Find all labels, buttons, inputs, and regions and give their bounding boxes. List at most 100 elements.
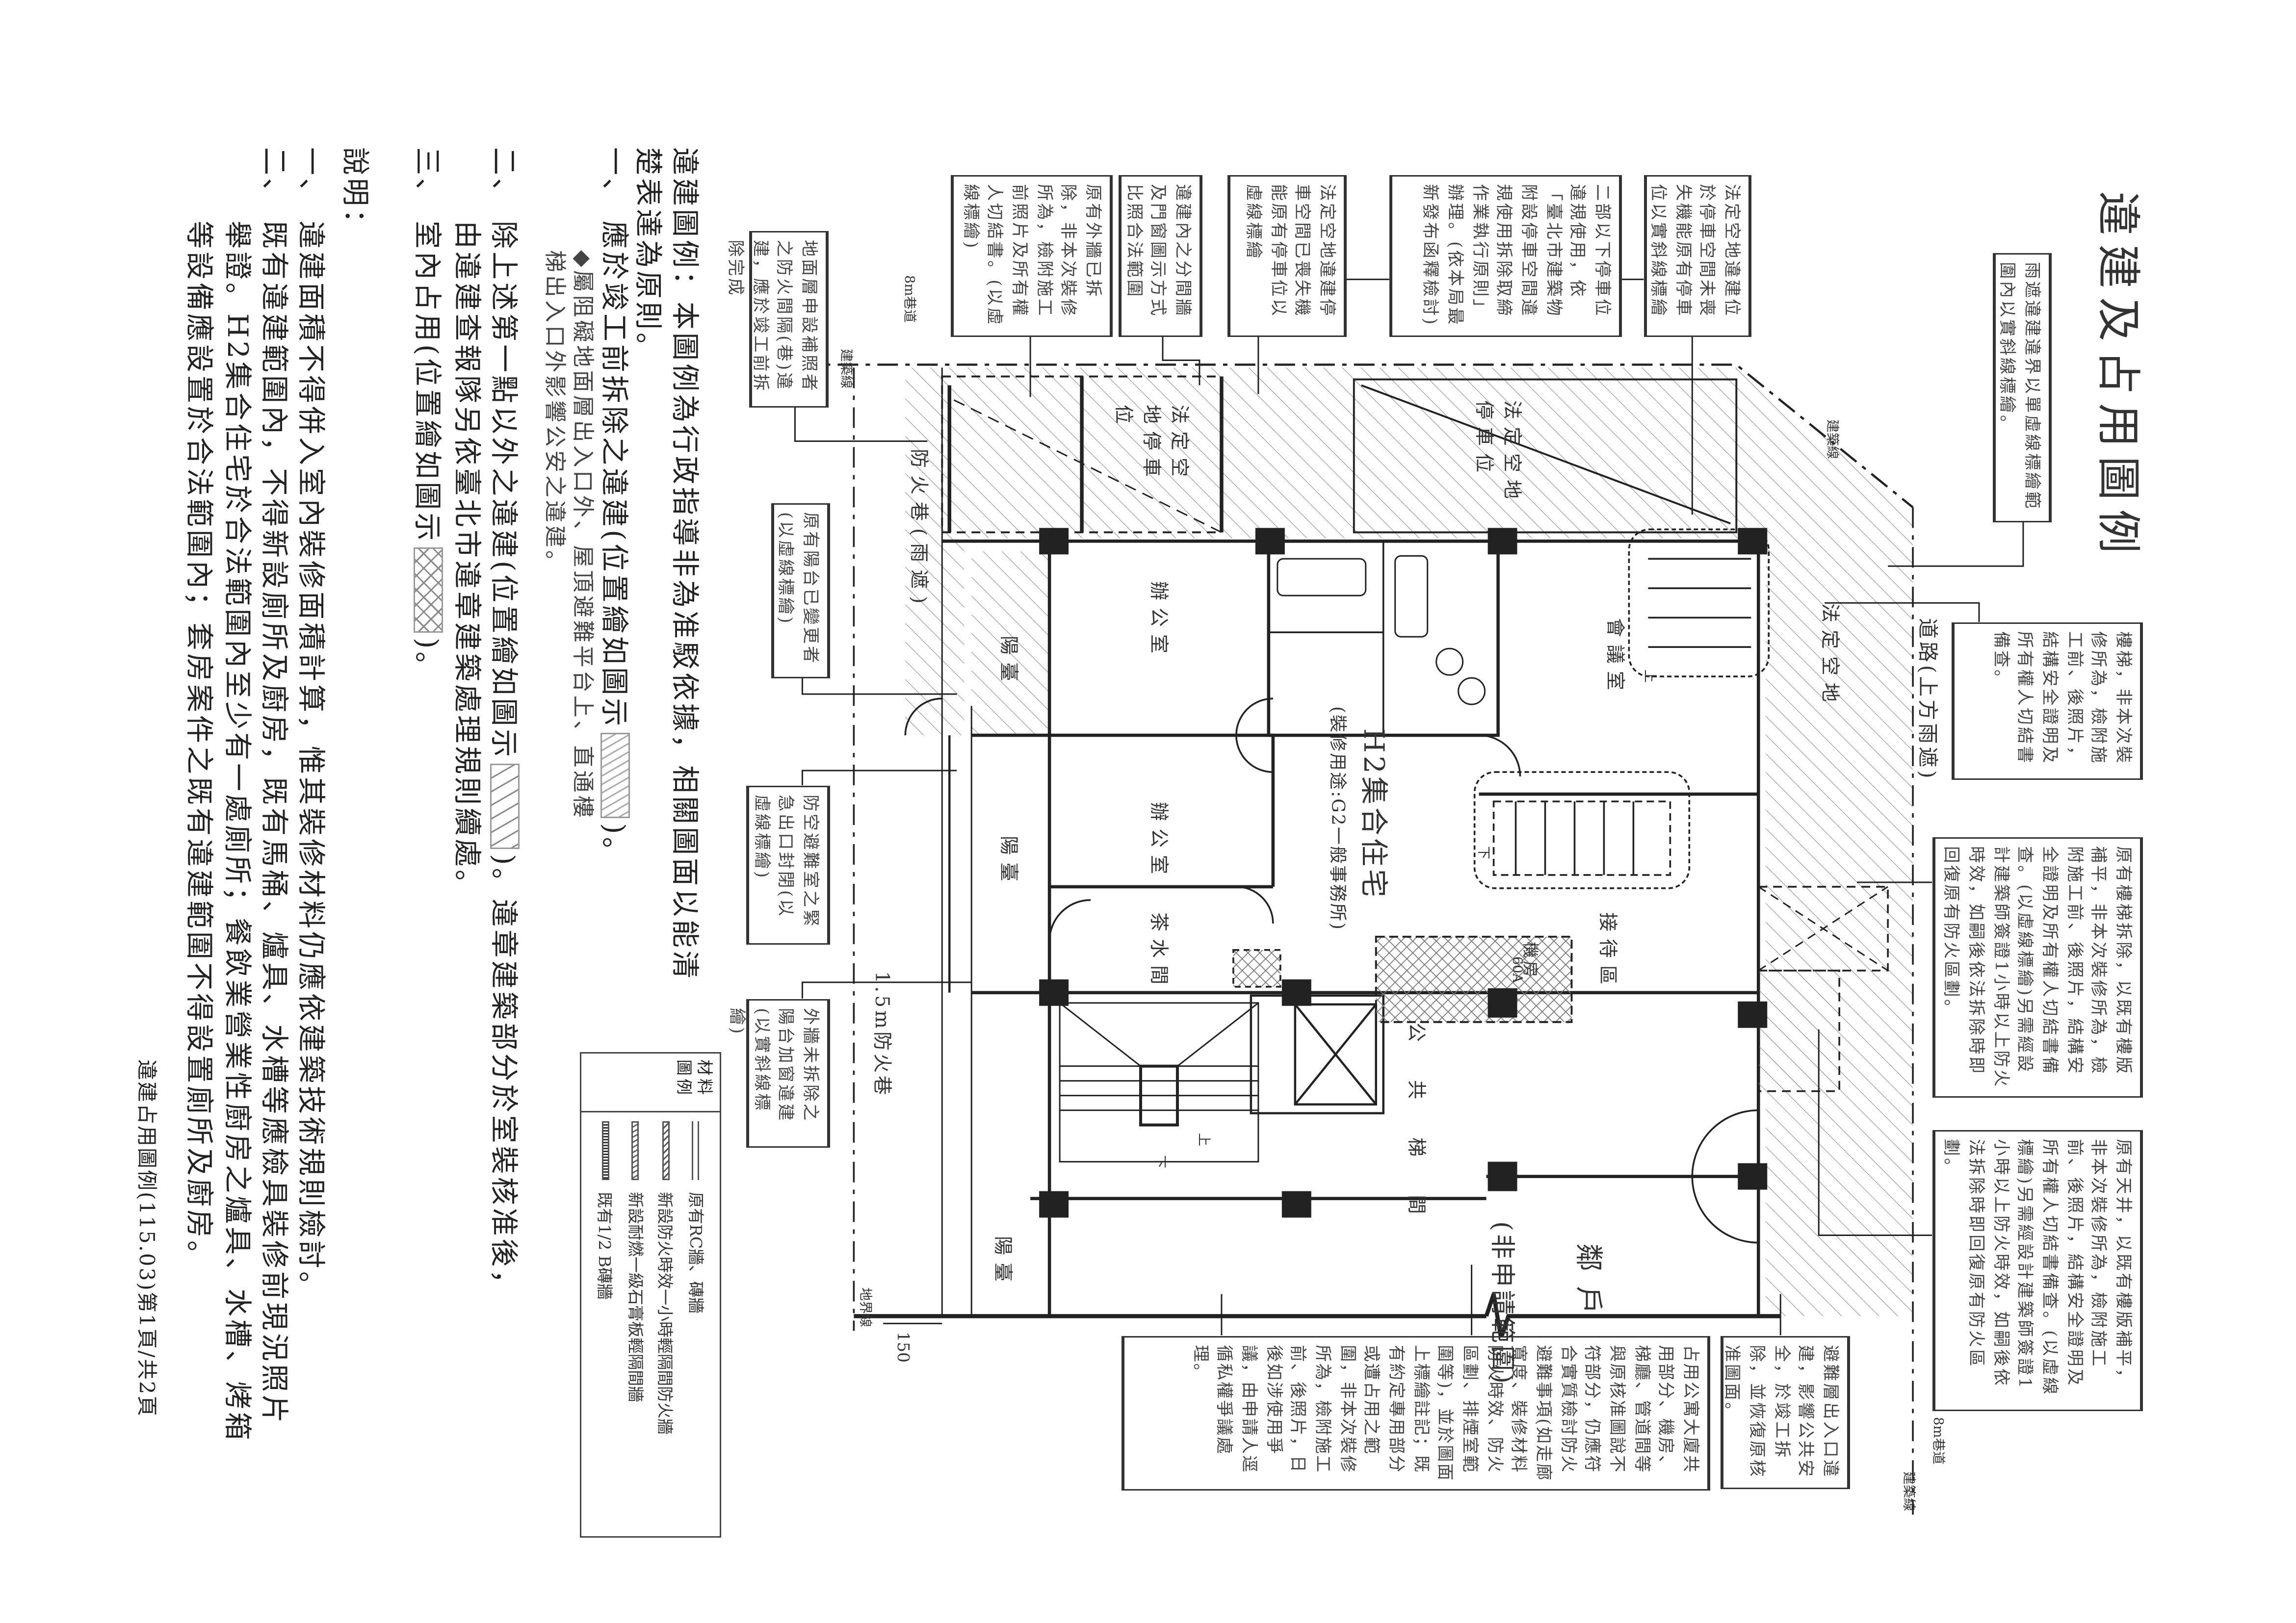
label-building-line-3: 建築線	[1900, 1471, 1915, 1512]
callout-stair-kept: 樓梯，非本次裝修所為，檢附施工前、後照片，結構安全證明及所有權人切結書備查。	[1952, 622, 2143, 780]
building-line	[758, 363, 1914, 509]
doors	[904, 697, 1759, 1244]
crosshatch-swatch-icon	[662, 1121, 670, 1180]
legend-header: 材料圖例	[581, 1054, 720, 1112]
label-fire-lane-15m: 1.5m防火巷	[870, 971, 892, 1098]
description-item-2-cont-2: 等設備應設置於合法範圍內；套房案件之既有違建範圍不得設置廁所及廚房。	[183, 221, 215, 1272]
callout-common-area: 占用公寓大廈共用部分、機房、梯廳、管道間等與原核准圖說不符部分，仍應符合實質檢討…	[1122, 1336, 1710, 1491]
callout-exterior-wall-removed: 原有外牆已拆除，非本次裝修所為，檢附施工前照片及所有權人切結書。(以虛線標繪)	[951, 175, 1113, 337]
label-reception: 接待區	[1595, 912, 1618, 992]
callout-partition: 違建內之分間牆及門窗圖示方式比照合法範圍	[1119, 175, 1202, 337]
diagonal-hatch-pattern-icon	[491, 764, 521, 850]
note-number: 二、	[487, 147, 520, 209]
label-pantry: 茶水間	[1147, 912, 1169, 992]
note-item-2: 二、 除上述第一點以外之違建(位置繪如圖示 )。違章建築部分於室裝核准後，	[486, 147, 525, 1301]
note-intro-2: 楚表達為原則。	[631, 147, 664, 364]
description-item-2-cont-1: 舉證。H2集合住宅於合法範圍內至少有一處廁所；餐飲業營業性廚房之爐具、水槽、烤箱	[221, 221, 253, 1443]
callout-rain-shield: 雨遮違建違界以單虛線標繪範圍內以實斜線標繪。	[1993, 253, 2052, 522]
label-parking-left: 法定空地停車位	[1111, 405, 1189, 485]
note-number: 三、	[411, 147, 443, 209]
label-balcony-3: 陽臺	[991, 1236, 1013, 1289]
callout-balcony-changed: 原有陽台已變更者(以虛線標繪)	[771, 503, 830, 678]
label-down-1: 下	[1151, 1155, 1166, 1169]
callout-balcony-window: 外牆未拆除之陽台加窗違建(以實斜線標繪)	[727, 999, 830, 1148]
note-text: )。違章建築部分於室裝核准後，	[487, 854, 520, 1301]
note-text: 既有違建範圍內，不得新設廁所及廚房，既有馬桶、爐具、水槽等應檢具裝修前現況照片	[258, 221, 290, 1426]
callout-parking-kept: 法定空地違建位於停車空間未喪失機能原有停車位以實斜線標繪	[1644, 175, 1751, 337]
label-up-1: 上	[1195, 1133, 1210, 1147]
callout-stair-removed: 原有樓梯拆除，以既有樓版補平，非本次裝修所為，檢附施工前、後照片，結構安全證明及…	[1932, 837, 2143, 1098]
stair-public	[1059, 1002, 1259, 1163]
label-not-applied: (非申請範圍)	[1487, 1221, 1516, 1387]
label-down-2: 下	[1475, 846, 1489, 860]
label-building-line-2: 建築線	[1824, 419, 1838, 460]
note-item-2-cont: 由違建查報隊另依臺北市違章建築處理規則續處。	[450, 221, 483, 901]
occupied-crosshatch-small	[1232, 949, 1281, 988]
label-balcony-1: 陽臺	[996, 636, 1018, 689]
label-building-line-1: 建築線	[837, 349, 852, 389]
note-text: 應於竣工前拆除之違建(位置繪如圖示	[598, 221, 630, 729]
label-office-2: 辦公室	[1147, 802, 1169, 882]
note-number: 二、	[258, 147, 290, 209]
label-up-2: 上	[1641, 670, 1656, 683]
note-number: 一、	[598, 147, 630, 209]
note-intro-1: 違建圖例：本圖例為行政指導非為准駁依據，相關圖面以能清	[668, 147, 701, 982]
stair-cloud-meeting	[1628, 528, 1770, 677]
note-text: 違建面積不得併入室內裝修面積計算，惟其裝修材料仍應依建築技術規則檢討。	[294, 221, 327, 1303]
note-text: )。	[598, 823, 630, 868]
parking-right	[1353, 378, 1738, 534]
callout-parking-rule: 二部以下停車位違規使用，依「臺北市建築物附設停車空間違規使用拆除取締作業執行原則…	[1389, 175, 1622, 337]
dense-hatch-swatch-icon	[601, 1121, 609, 1180]
material-legend: 材料圖例 原有RC牆、磚牆 新設防火時效一小時輕隔間防火牆 新設耐燃一級石膏板輕…	[580, 1052, 721, 1538]
legend-label: 新設防火時效一小時輕隔間防火牆	[655, 1192, 675, 1435]
label-open-space: 法定空地	[1818, 603, 1840, 710]
note-item-3: 三、 室內占用(位置繪如圖示 )。	[409, 147, 449, 683]
label-balcony-2: 陽臺	[996, 836, 1018, 889]
legend-label: 既有1/2 B磚牆	[595, 1192, 614, 1300]
occupied-crosshatch	[1375, 935, 1573, 1023]
callout-evac-exit: 避難層出入口違建，影響公共安全，於竣工拆除，並恢復原核准圖面。	[1721, 1336, 1850, 1489]
sparse-hatch-pattern-icon	[601, 733, 631, 819]
double-line-swatch-icon	[692, 1121, 700, 1180]
hatched-violation-area	[905, 367, 1913, 1316]
label-parking-right: 法定空地停車位	[1472, 400, 1522, 507]
callout-parking-lost: 法定空地違建停車空間已喪失機能原有停車位以虛線標繪	[1227, 175, 1347, 337]
crosshatch-pattern-icon	[414, 548, 444, 634]
legend-label: 新設耐燃一級石膏板輕隔間牆	[625, 1192, 645, 1402]
label-lot-line: 地界線	[857, 1288, 871, 1328]
columns	[1039, 528, 1768, 1218]
description-title: 說明：	[339, 147, 371, 240]
label-door-60a: 60A	[1509, 956, 1523, 983]
legend-item-fire-wall: 新設防火時效一小時輕隔間防火牆	[654, 1121, 678, 1527]
dimension-150: 150	[893, 1332, 913, 1363]
label-building-type: H2集合住宅	[1357, 728, 1389, 901]
legend-item-rc-wall: 原有RC牆、磚牆	[684, 1121, 707, 1527]
label-fire-lane-rain: 防火巷(雨遮)	[907, 449, 929, 611]
page-footer: 違建占用圖例(115.03)第1頁/共2頁	[134, 1059, 157, 1418]
note-text: 除上述第一點以外之違建(位置繪如圖示	[487, 221, 520, 760]
note-item-1-sub-1: ◆屬阻礙地面層出入口外、屋頂避難平台上、直通樓	[570, 250, 596, 821]
label-road: 道路(上方雨遮)	[1915, 618, 1938, 781]
label-meeting-room: 會議室	[1603, 618, 1625, 698]
diagonal-swatch-icon	[631, 1121, 639, 1180]
callout-skylight: 原有天井，以既有樓版補平，非本次裝修所為，檢附施工前、後照片，結構安全證明及所有…	[1932, 1130, 2143, 1411]
note-text: )。	[411, 638, 443, 683]
label-alley-bottom: 8m巷道	[1930, 1417, 1944, 1465]
label-renovation-use: (裝修用途:G2一般事務所)	[1328, 706, 1348, 931]
legend-item-gypsum-wall: 新設耐燃一級石膏板輕隔間牆	[624, 1121, 647, 1527]
stair-cloud-reception	[1473, 771, 1691, 889]
stair-removed-dashed	[1757, 970, 1840, 1092]
legend-item-brick-wall: 既有1/2 B磚牆	[594, 1121, 617, 1527]
legend-label: 原有RC牆、磚牆	[685, 1192, 705, 1314]
hatched-balcony	[971, 551, 1050, 736]
note-item-1-sub-2: 梯出入口外影響公安之違建。	[542, 250, 568, 576]
elevator	[1250, 994, 1384, 1114]
page-title: 違建及占用圖例	[2091, 191, 2143, 562]
skylight-dashed	[1757, 886, 1889, 972]
description-item-2: 二、 既有違建範圍內，不得新設廁所及廚房，既有馬桶、爐具、水槽等應檢具裝修前現況…	[256, 147, 296, 1426]
description-item-1: 一、 違建面積不得併入室內裝修面積計算，惟其裝修材料仍應依建築技術規則檢討。	[293, 147, 333, 1302]
callout-shelter-exit: 防空避難室之緊急出口封閉(以虛線標繪)	[746, 786, 830, 945]
callout-ground-fire-lane: 地面層申設補照者之防火間隔(巷)違建，應於竣工前拆除完成	[726, 231, 829, 408]
